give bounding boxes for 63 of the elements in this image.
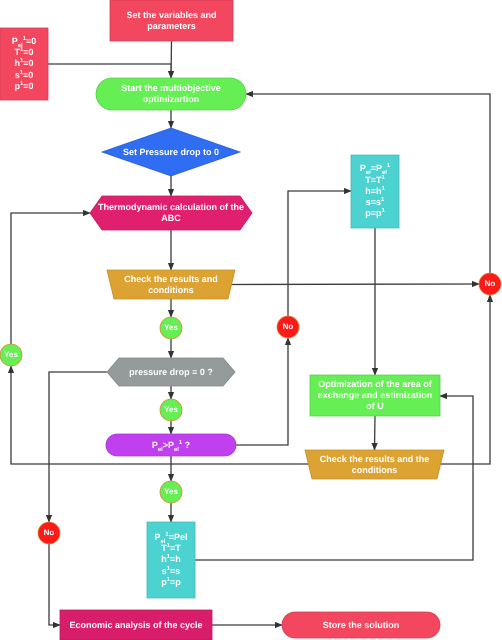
check-trapezoid (107, 270, 235, 299)
arrow (48, 63, 174, 79)
branch-label: No (484, 279, 496, 289)
arrow (168, 299, 174, 318)
arrow (8, 365, 308, 465)
branch-label: Yes (4, 350, 18, 360)
process-box (110, 0, 233, 41)
no-circle (38, 522, 60, 544)
node-text: Thermodynamic calculation of the ABC (96, 202, 246, 224)
no-circle (277, 316, 299, 338)
yes-circle (160, 481, 182, 503)
assignment-box (351, 155, 399, 228)
arrow (212, 622, 283, 628)
arrow (195, 392, 474, 561)
arrow (168, 456, 174, 482)
node-text: Store the solution (322, 620, 400, 630)
branch-label: Yes (164, 323, 178, 333)
assignment-box (147, 522, 195, 598)
arrow (287, 188, 352, 316)
node-text: pressure drop = 0 ? (128, 366, 214, 378)
check-trapezoid (305, 450, 444, 479)
node-text: Start the multiobjective optimizartion (120, 83, 222, 105)
decision-hexagon (107, 358, 235, 386)
arrow (48, 544, 61, 628)
arrow (168, 503, 174, 523)
end-terminal (282, 612, 440, 638)
branch-label: No (282, 322, 294, 332)
arrow (236, 337, 292, 446)
process-box (310, 375, 440, 416)
arrow (46, 371, 107, 523)
decision-diamond (102, 128, 240, 176)
start-terminal (96, 78, 246, 110)
node-text: Check the results and conditions (123, 274, 219, 296)
node-text: Optimization of the area of exchange and estimization of U (316, 379, 434, 412)
node-text: P$_{el}$$^{1}$=0 T$^{1}$=0 h$^{1}$=0 s$^{1}$=0 p$^{1}$=0 (10, 36, 38, 92)
no-circle (479, 273, 501, 295)
initial-values-box (0, 28, 48, 100)
decision-terminal (106, 434, 236, 456)
arrow (168, 386, 174, 400)
arrow (440, 294, 494, 465)
arrow (168, 110, 174, 129)
arrow (372, 228, 378, 376)
yes-circle (160, 317, 182, 339)
arrow (168, 230, 174, 271)
arrow (232, 280, 480, 288)
arrow (168, 421, 174, 435)
process-box (60, 610, 212, 640)
branch-label: Yes (164, 487, 178, 497)
node-text: Economic analysis of the cycle (68, 620, 204, 630)
branch-label: Yes (164, 405, 178, 415)
arrow (168, 339, 174, 359)
node-text: P$_{el}$>P$_{el}$$^{1}$ ? (150, 440, 192, 450)
arrow (245, 90, 491, 273)
process-hexagon (90, 196, 252, 230)
branch-label: No (44, 528, 54, 538)
node-text: P$_{el}$$^{1}$=Pel T$^{1}$=T h$^{1}$=h s$^{1}$=s p$^{1}$=p (154, 532, 188, 588)
arrow (10, 210, 91, 344)
node-text: Set Pressure drop to 0 (122, 146, 220, 158)
arrow (371, 416, 378, 451)
node-text: Check the results and the conditions (318, 454, 430, 476)
arrow (168, 176, 174, 197)
yes-circle (160, 399, 182, 421)
node-text: Set the variables and parameters (125, 10, 218, 32)
